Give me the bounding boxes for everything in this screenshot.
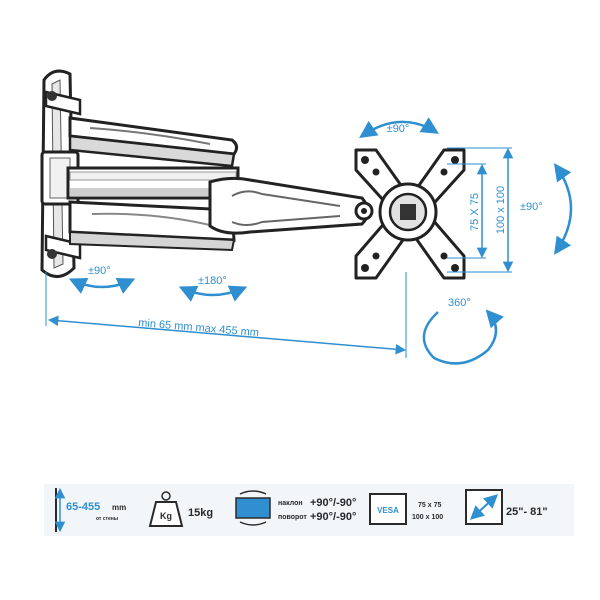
wall-plate xyxy=(40,69,82,278)
spec-distance-value: 65-455 xyxy=(66,501,100,513)
spec-tilt-swivel: наклон +90°/-90° поворот +90°/-90° xyxy=(235,490,356,526)
spec-vesa-value2: 100 x 100 xyxy=(412,514,443,521)
head-swivel-indicator: ±90° xyxy=(520,163,573,255)
vesa-head-plate xyxy=(354,148,466,280)
spec-distance-unit: mm xyxy=(112,503,126,512)
spec-weight-value: 15kg xyxy=(188,507,213,519)
vesa-icon xyxy=(369,493,407,525)
spec-strip: 65-455 mm от стены Kg 15kg наклон +90°/-… xyxy=(44,484,574,536)
arm-rotation-left-label: ±90° xyxy=(88,265,111,277)
head-swivel-label: ±90° xyxy=(520,201,543,213)
weight-icon-label: Kg xyxy=(160,511,172,521)
rotation-360-label: 360° xyxy=(448,297,471,309)
head-tilt-label: ±90° xyxy=(387,123,410,135)
arm-lower xyxy=(68,200,236,252)
spec-vesa-value1: 75 x 75 xyxy=(418,502,441,509)
arm-rotation-mid-indicator: ±180° xyxy=(178,275,248,302)
vesa-large-label: 100 x 100 xyxy=(495,186,507,234)
spec-distance: 65-455 mm от стены xyxy=(54,487,126,533)
screw-hole-icon xyxy=(47,249,57,259)
weight-icon xyxy=(148,501,184,527)
spec-swivel-label: поворот xyxy=(278,514,307,521)
vesa-icon-label: VESA xyxy=(377,506,399,515)
screen-tilt-icon xyxy=(235,497,271,519)
spec-tilt-label: наклон xyxy=(278,500,303,507)
spec-distance-caption: от стены xyxy=(96,516,118,522)
arm-upper xyxy=(68,116,239,168)
arm-rotation-mid-label: ±180° xyxy=(198,275,227,287)
spec-swivel-value: +90°/-90° xyxy=(310,511,356,523)
spec-tilt-value: +90°/-90° xyxy=(310,497,356,509)
vesa-small-label: 75 X 75 xyxy=(469,193,481,231)
rotation-360-indicator: 360° xyxy=(422,297,504,365)
head-tilt-indicator: ±90° xyxy=(359,117,439,138)
spec-screen-value: 25"- 81" xyxy=(506,506,548,518)
spec-weight: Kg 15kg xyxy=(148,491,213,527)
screw-hole-icon xyxy=(47,91,57,101)
extension-range-label: min 65 mm max 455 mm xyxy=(138,317,260,339)
spec-screen-size: 25"- 81" xyxy=(465,489,548,525)
arm-rotation-left-indicator: ±90° xyxy=(68,265,136,294)
arm-extension xyxy=(208,176,374,235)
spec-vesa: VESA 75 x 75 100 x 100 xyxy=(369,493,443,525)
vesa-dimension-lines: 75 X 75 100 x 100 xyxy=(447,147,514,273)
